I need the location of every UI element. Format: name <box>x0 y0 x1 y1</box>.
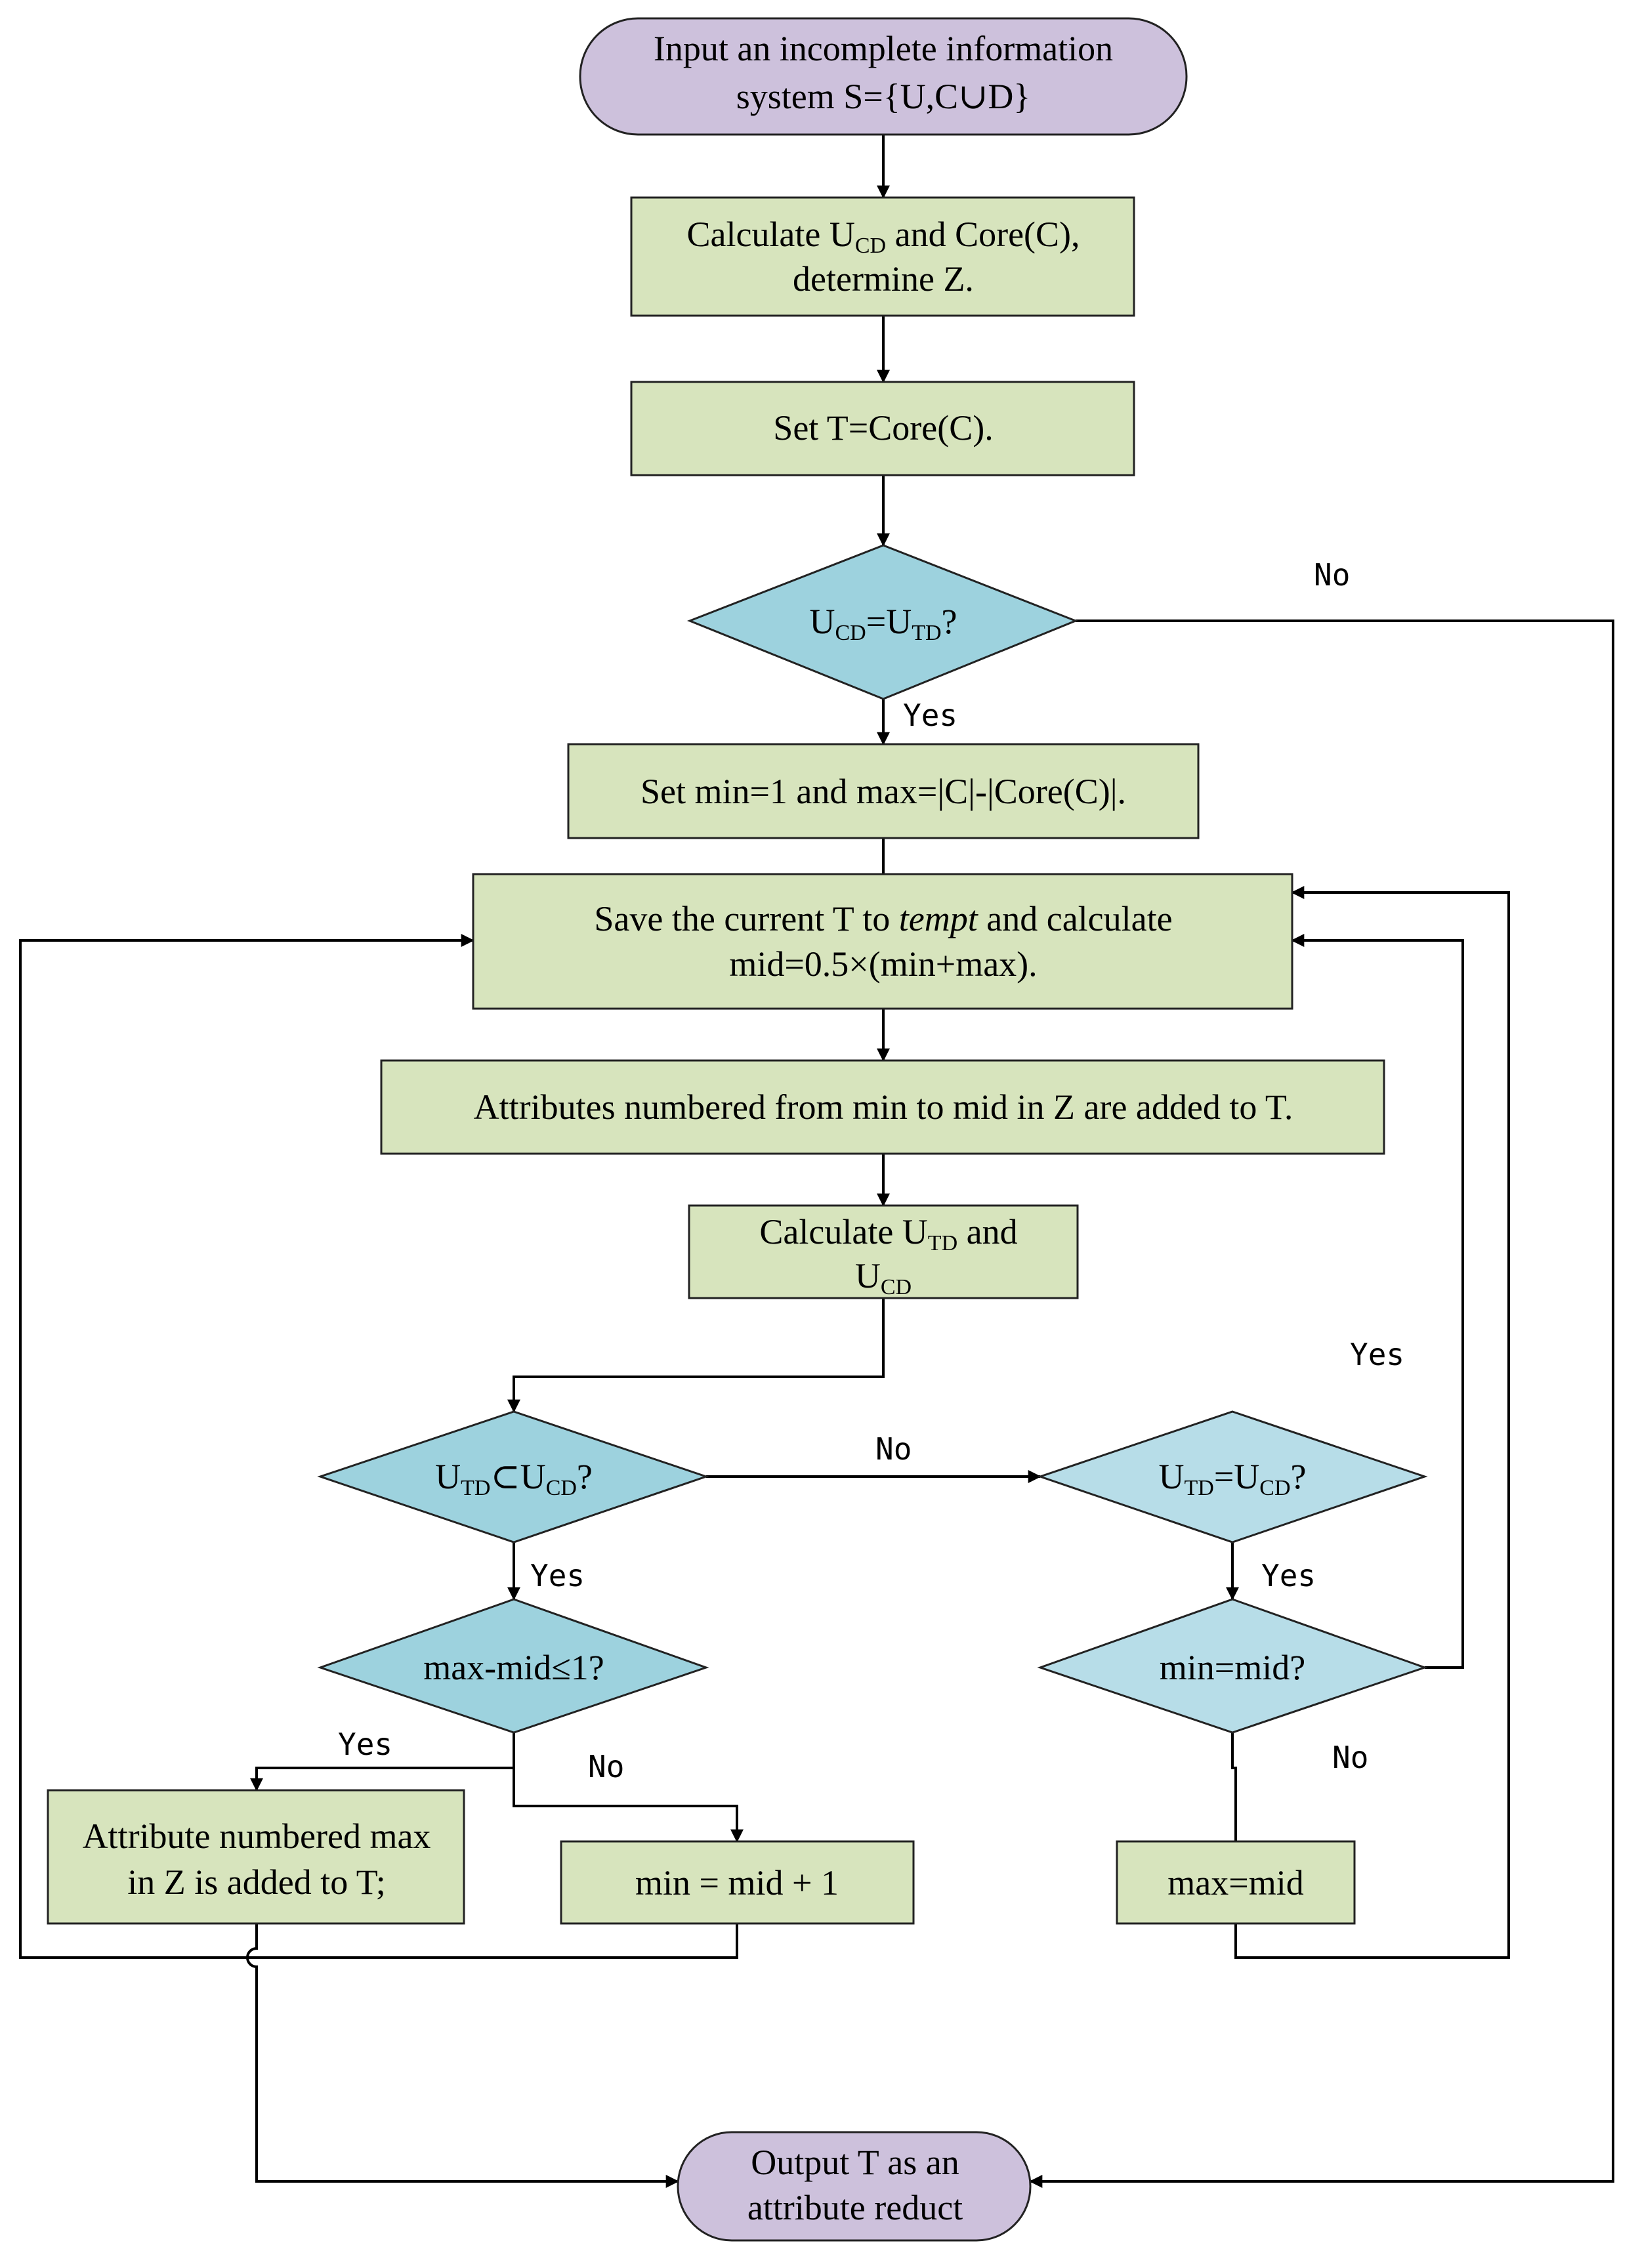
set-t-text: Set T=Core(C). <box>773 408 993 448</box>
set-min-max-text: Set min=1 and max=|C|-|Core(C)|. <box>640 772 1126 811</box>
add-attrs-text: Attributes numbered from min to mid in Z… <box>474 1087 1293 1127</box>
max-update-text: max=mid <box>1167 1863 1303 1902</box>
node-save-t: Save the current T to tempt and calculat… <box>472 873 1293 1010</box>
calc-utd-line-1: Calculate UTD and <box>759 1212 1017 1255</box>
node-set-t: Set T=Core(C). <box>630 381 1135 476</box>
check-minmid-text: min=mid? <box>1160 1648 1305 1687</box>
node-output: Output T as an attribute reduct <box>677 2131 1032 2242</box>
add-max-line-2: in Z is added to T; <box>127 1862 385 1902</box>
edge-add-max-to-output <box>246 1923 679 2188</box>
node-set-min-max: Set min=1 and max=|C|-|Core(C)|. <box>567 743 1200 839</box>
label-no-top: No <box>1314 557 1350 593</box>
edge-labels: No Yes Yes No Yes Yes Yes No No <box>338 557 1404 1784</box>
node-check-subset: UTD⊂UCD? <box>317 1410 709 1544</box>
edge-minmid-yes-loop <box>1291 934 1464 1669</box>
label-yes-maxmid: Yes <box>338 1727 392 1762</box>
check-maxmid-text: max-mid≤1? <box>423 1648 604 1687</box>
edge-max-mid-loop <box>1234 886 1510 1959</box>
min-update-text: min = mid + 1 <box>635 1863 839 1902</box>
node-min-update: min = mid + 1 <box>560 1840 915 1925</box>
node-calc-utd: Calculate UTD and UCD <box>688 1204 1079 1299</box>
label-no-maxmid: No <box>588 1749 624 1784</box>
label-yes-equal: Yes <box>1261 1558 1316 1593</box>
check-ucd-utd-text: UCD=UTD? <box>810 602 957 645</box>
node-max-update: max=mid <box>1116 1840 1356 1925</box>
edge-check-no-to-output <box>1029 620 1614 2188</box>
calc-ucd-line-2: determine Z. <box>793 259 974 299</box>
save-t-line-2: mid=0.5×(min+max). <box>729 944 1037 984</box>
calc-ucd-line-1: Calculate UCD and Core(C), <box>686 215 1080 258</box>
calc-utd-line-2: UCD <box>855 1256 912 1299</box>
label-yes-subset: Yes <box>530 1558 585 1593</box>
edge-minmid-no <box>1231 1732 1237 1841</box>
node-input: Input an incomplete information system S… <box>579 17 1188 136</box>
edge-maxmid-no <box>513 1768 744 1843</box>
edge-maxmid-yes <box>250 1732 515 1792</box>
output-line-1: Output T as an <box>751 2143 959 2182</box>
node-check-maxmid: max-mid≤1? <box>317 1598 709 1734</box>
node-check-equal: UTD=UCD? <box>1037 1410 1428 1544</box>
label-yes-right: Yes <box>1350 1337 1404 1372</box>
node-check-minmid: min=mid? <box>1037 1598 1428 1734</box>
save-t-line-1: Save the current T to tempt and calculat… <box>594 899 1172 938</box>
label-no-subset: No <box>875 1431 912 1467</box>
input-line-1: Input an incomplete information <box>654 29 1113 68</box>
check-equal-text: UTD=UCD? <box>1159 1457 1307 1500</box>
edge-min-update-loop <box>19 934 738 1959</box>
output-line-2: attribute reduct <box>747 2188 963 2227</box>
connectors <box>19 135 1614 2188</box>
node-check-ucd-utd: UCD=UTD? <box>686 544 1079 700</box>
edge-calc-utd-to-subset <box>507 1298 885 1413</box>
check-subset-text: UTD⊂UCD? <box>435 1457 593 1500</box>
add-max-line-1: Attribute numbered max <box>83 1816 431 1856</box>
node-add-max: Attribute numbered max in Z is added to … <box>47 1789 465 1925</box>
node-add-attrs: Attributes numbered from min to mid in Z… <box>380 1059 1385 1155</box>
node-calc-ucd: Calculate UCD and Core(C), determine Z. <box>630 196 1135 317</box>
input-line-2: system S={U,C∪D} <box>736 77 1031 116</box>
label-yes-top: Yes <box>903 698 957 733</box>
label-no-minmid: No <box>1332 1740 1368 1775</box>
